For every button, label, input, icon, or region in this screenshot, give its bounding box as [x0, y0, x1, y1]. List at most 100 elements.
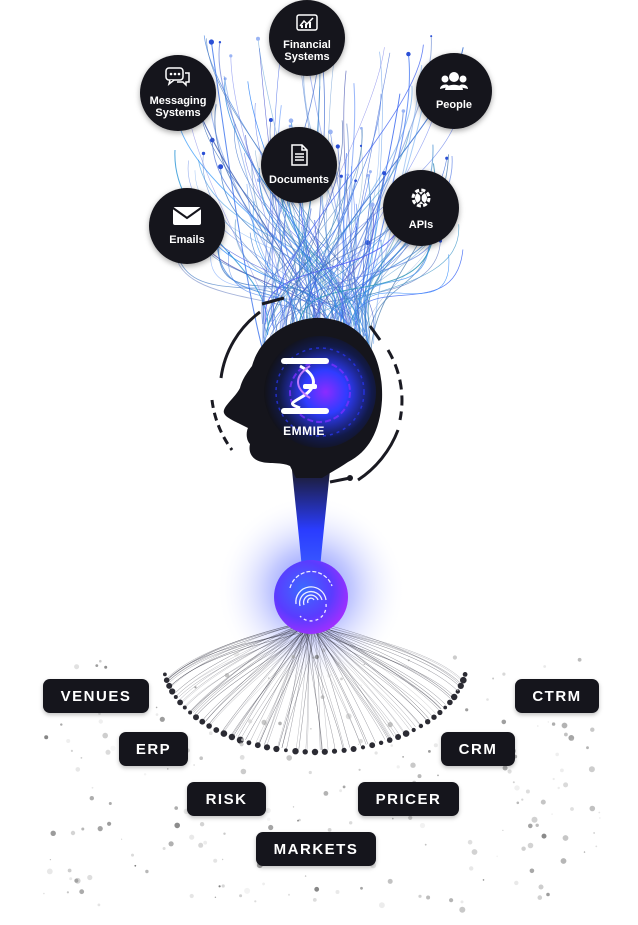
- particle: [335, 890, 340, 894]
- fiber-line: [208, 80, 304, 342]
- particle: [502, 765, 508, 771]
- arc-dot: [321, 748, 328, 755]
- particle: [193, 764, 195, 766]
- particle: [321, 648, 326, 653]
- particle: [529, 868, 535, 874]
- fiber-line: [252, 201, 297, 342]
- particle: [218, 885, 221, 888]
- particle: [199, 822, 205, 827]
- arc-dot: [331, 748, 338, 754]
- source-node-documents: Documents: [261, 127, 337, 203]
- particle: [67, 868, 72, 873]
- particle: [538, 884, 544, 890]
- particle: [81, 827, 85, 831]
- particle: [288, 893, 290, 896]
- arc-dot: [369, 742, 376, 749]
- fiber-node: [201, 151, 206, 156]
- particle: [248, 719, 253, 724]
- particle: [564, 732, 568, 737]
- fiber-node: [339, 174, 343, 178]
- particle: [203, 840, 208, 845]
- particle: [537, 725, 539, 727]
- arc-dot: [173, 695, 178, 699]
- particle: [327, 673, 332, 678]
- particle: [417, 774, 422, 779]
- particle: [570, 738, 574, 741]
- particle: [428, 669, 431, 672]
- particle: [588, 766, 595, 773]
- particle: [396, 765, 400, 769]
- particle: [560, 768, 564, 773]
- particle: [456, 689, 459, 692]
- particle: [507, 769, 512, 774]
- particle: [105, 749, 111, 755]
- particle: [134, 864, 137, 867]
- particle: [547, 721, 549, 723]
- arc-dot: [246, 740, 252, 746]
- arc-dot: [220, 730, 228, 737]
- arc-dot: [418, 723, 424, 729]
- particle: [91, 786, 94, 789]
- particle: [337, 662, 340, 665]
- particle: [46, 868, 53, 875]
- particle: [168, 841, 174, 847]
- particle: [459, 906, 466, 913]
- source-node-people: People: [416, 53, 492, 129]
- source-node-apis: APIs: [383, 170, 459, 246]
- particle: [323, 791, 329, 796]
- particle: [407, 659, 410, 662]
- particle: [467, 839, 473, 845]
- particle: [359, 684, 363, 687]
- particle: [598, 817, 601, 819]
- output-tag-ctrm: CTRM: [515, 679, 599, 713]
- fiber-line: [263, 130, 410, 346]
- arc-dot: [455, 689, 460, 694]
- arc-dot: [206, 723, 212, 729]
- arc-dot: [395, 734, 402, 740]
- particle: [98, 719, 104, 724]
- particle: [496, 855, 499, 858]
- particle: [560, 858, 567, 864]
- particle: [392, 817, 394, 820]
- arc-dot: [228, 733, 236, 741]
- arc-dot: [386, 737, 393, 743]
- fiber-node: [370, 202, 375, 207]
- particle: [239, 755, 245, 760]
- particle: [104, 665, 108, 669]
- particle: [512, 781, 515, 784]
- fiber-node: [445, 156, 449, 160]
- particle: [265, 807, 271, 814]
- particle: [590, 727, 595, 732]
- particle: [278, 721, 282, 726]
- particle: [308, 770, 312, 775]
- arc-dot: [182, 705, 187, 710]
- fiber-node: [346, 173, 350, 177]
- particle: [387, 722, 393, 728]
- particle: [49, 859, 52, 861]
- fiber-node: [288, 118, 294, 123]
- arc-dot: [431, 714, 437, 720]
- particle: [535, 823, 539, 827]
- particle: [198, 842, 204, 848]
- document-icon: [290, 144, 308, 171]
- particle: [437, 774, 439, 777]
- particle: [428, 750, 431, 753]
- particle: [74, 664, 80, 670]
- output-tag-pricer: PRICER: [358, 782, 459, 816]
- arc-dot: [451, 693, 458, 701]
- particle: [75, 767, 81, 772]
- particle: [568, 735, 575, 741]
- arc-dot: [437, 709, 443, 716]
- fiber-line: [272, 44, 424, 330]
- particle: [589, 805, 596, 812]
- particle: [102, 732, 108, 739]
- particle: [292, 806, 295, 808]
- particle: [87, 874, 93, 881]
- particle: [74, 878, 79, 883]
- fiber-node: [360, 126, 363, 130]
- fiber-line: [320, 53, 336, 341]
- fiber-line: [353, 99, 425, 351]
- arc-dot: [254, 742, 261, 749]
- particle: [357, 743, 359, 746]
- gear-icon: [408, 185, 434, 216]
